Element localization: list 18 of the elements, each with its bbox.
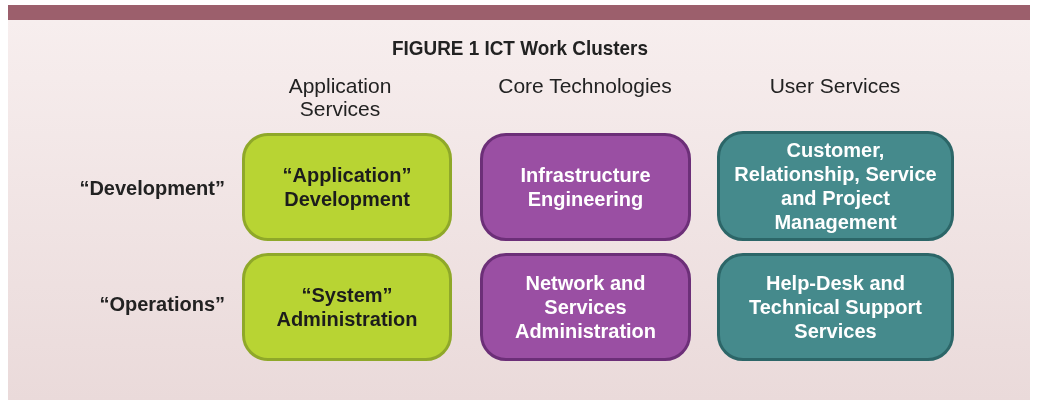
cluster-box	[480, 133, 691, 241]
cluster-box	[717, 131, 954, 241]
column-header: Core Technologies	[497, 74, 673, 97]
box-label: Network and Services Administration	[513, 271, 658, 343]
cluster-box	[242, 253, 452, 361]
box-label: “System” Administration	[275, 283, 419, 331]
cluster-box	[717, 253, 954, 361]
box-label: Customer, Relationship, Service and Project Management	[733, 138, 938, 234]
row-header: “Development”	[78, 177, 225, 200]
figure-title: FIGURE 1 ICT Work Clusters	[391, 36, 649, 60]
cluster-box	[242, 133, 452, 241]
column-header: Application Services	[287, 74, 393, 120]
row-header: “Operations”	[98, 293, 225, 316]
column-header: User Services	[768, 74, 902, 97]
box-label: Help-Desk and Technical Support Services	[748, 271, 923, 343]
box-label: Infrastructure Engineering	[519, 163, 652, 211]
box-label: “Application” Development	[281, 163, 413, 211]
cluster-box	[480, 253, 691, 361]
